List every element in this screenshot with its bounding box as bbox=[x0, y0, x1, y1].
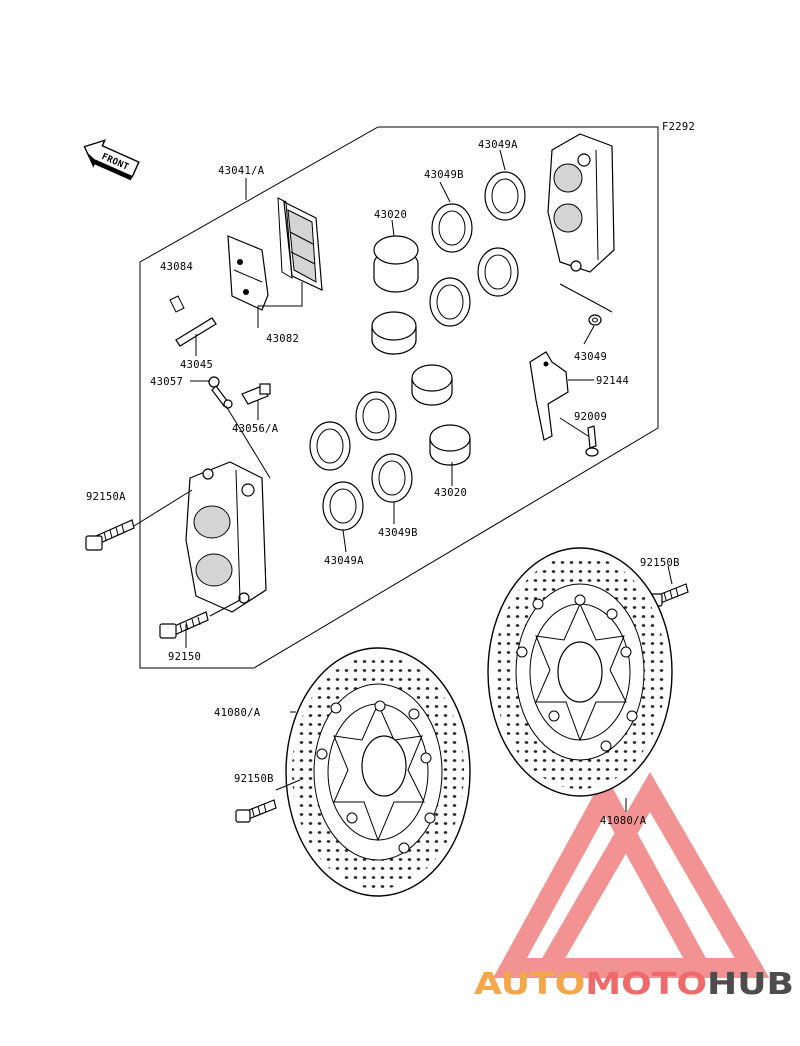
label-43020-lower: 43020 bbox=[434, 487, 467, 499]
seal-lower-2 bbox=[309, 421, 351, 471]
label-43041a: 43041/A bbox=[218, 165, 265, 177]
piston-upper-2 bbox=[371, 311, 417, 355]
label-92009: 92009 bbox=[574, 411, 607, 423]
pad-spring bbox=[227, 235, 269, 311]
watermark-part3: HUB bbox=[707, 967, 794, 1002]
figure-code: F2292 bbox=[662, 121, 695, 133]
label-92150a: 92150A bbox=[86, 491, 126, 503]
label-43084: 43084 bbox=[160, 261, 193, 273]
seal-43049a-lower bbox=[322, 481, 364, 531]
bolt-92150b-left bbox=[235, 799, 277, 823]
watermark-part1: AUTO bbox=[474, 967, 585, 1002]
piston-43020-upper bbox=[373, 235, 419, 293]
label-41080a-left: 41080/A bbox=[214, 707, 261, 719]
brake-disc-left bbox=[285, 647, 471, 897]
label-43082: 43082 bbox=[266, 333, 299, 345]
leader-lines bbox=[133, 149, 673, 812]
seal-43049a-upper bbox=[484, 171, 526, 221]
retaining-clip bbox=[169, 295, 185, 313]
watermark-part2: MOTO bbox=[585, 967, 707, 1002]
assembly-frame bbox=[139, 126, 659, 669]
label-43049b-lower: 43049B bbox=[378, 527, 418, 539]
seal-mid-1 bbox=[429, 277, 471, 327]
label-41080a-right: 41080/A bbox=[600, 815, 647, 827]
label-43049: 43049 bbox=[574, 351, 607, 363]
label-43057: 43057 bbox=[150, 376, 183, 388]
label-92150: 92150 bbox=[168, 651, 201, 663]
label-92150b-left: 92150B bbox=[234, 773, 274, 785]
label-43049a-lower: 43049A bbox=[324, 555, 364, 567]
bleeder-valve bbox=[241, 383, 271, 405]
label-43049a-upper: 43049A bbox=[478, 139, 518, 151]
bolt-92009 bbox=[585, 425, 599, 457]
bleeder-cap bbox=[588, 314, 602, 326]
brake-pads bbox=[277, 197, 323, 291]
label-43020-upper: 43020 bbox=[374, 209, 407, 221]
label-92144: 92144 bbox=[596, 375, 629, 387]
caliper-right bbox=[547, 133, 615, 273]
front-arrow-icon: FRONT bbox=[83, 139, 140, 181]
seal-lower-1 bbox=[355, 391, 397, 441]
hose-bracket bbox=[529, 351, 569, 441]
watermark-triangle-left bbox=[493, 774, 717, 978]
label-43056a: 43056/A bbox=[232, 423, 279, 435]
pad-pin bbox=[175, 317, 217, 347]
piston-lower-1 bbox=[411, 364, 453, 406]
watermark-logo bbox=[493, 772, 770, 978]
label-43045: 43045 bbox=[180, 359, 213, 371]
part-labels: F2292 43041/A 43084 43082 43045 43057 43… bbox=[86, 121, 695, 827]
label-92150b-right: 92150B bbox=[640, 557, 680, 569]
seal-43049b-lower bbox=[371, 453, 413, 503]
brake-disc-right bbox=[487, 547, 673, 797]
caliper-left bbox=[185, 461, 267, 613]
label-43049b-upper: 43049B bbox=[424, 169, 464, 181]
piston-43020-lower bbox=[429, 424, 471, 466]
seal-mid-2 bbox=[477, 247, 519, 297]
seal-43049b-upper bbox=[431, 203, 473, 253]
bolt-92150 bbox=[159, 611, 209, 639]
bolt-92150a bbox=[85, 519, 135, 551]
clip-43057 bbox=[208, 376, 233, 409]
